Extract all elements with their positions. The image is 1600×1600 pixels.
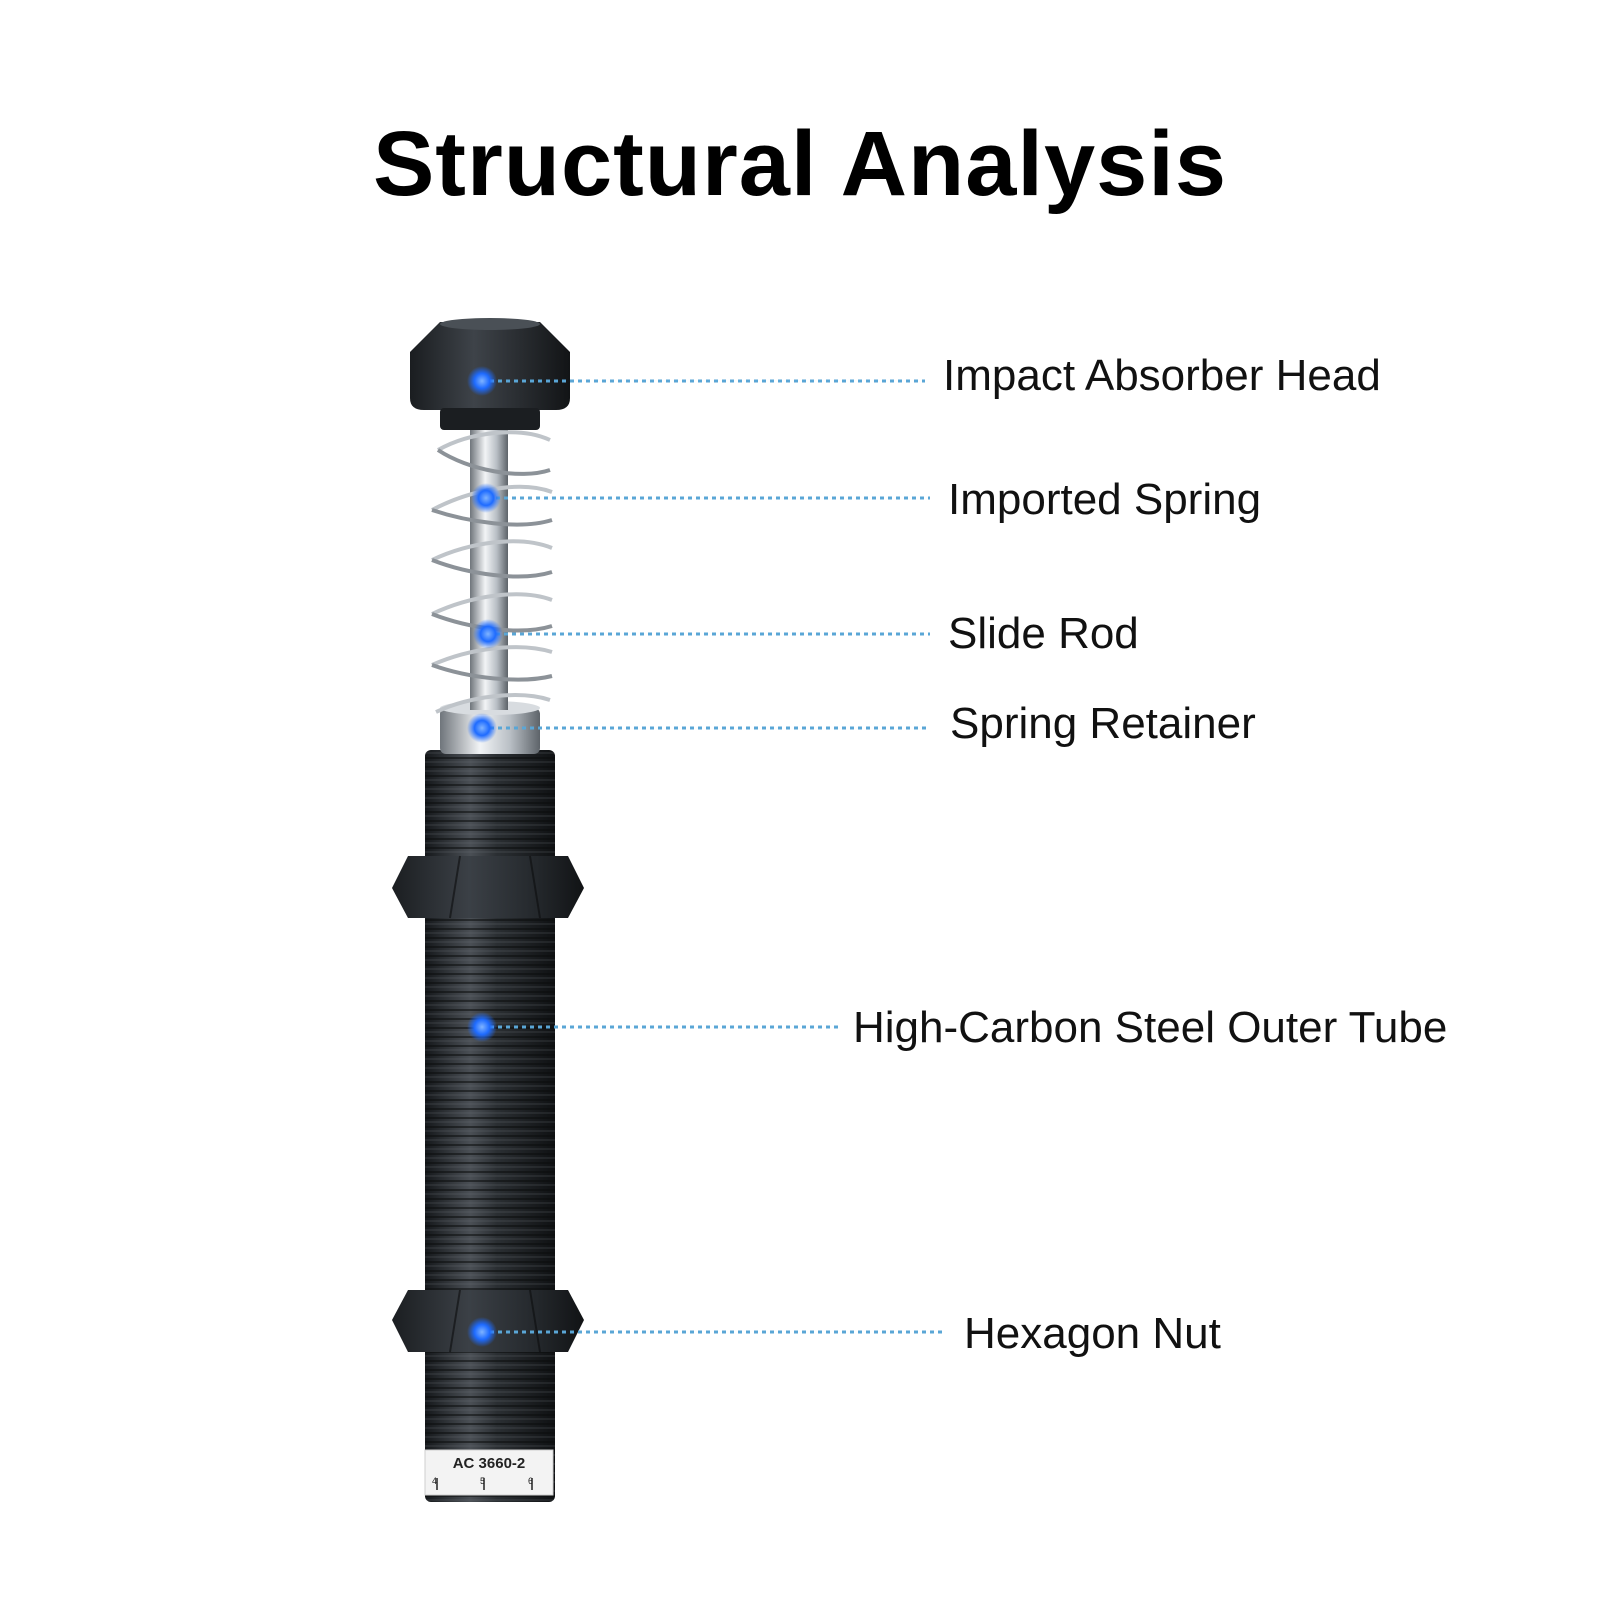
marker-dot-slide-rod <box>473 619 503 649</box>
scale-tick-6: 6 <box>528 1476 533 1486</box>
marker-dot-hexagon-nut <box>467 1317 497 1347</box>
label-impact-absorber-head: Impact Absorber Head <box>943 351 1381 400</box>
impact-head-shape <box>410 318 570 430</box>
label-slide-rod: Slide Rod <box>948 609 1139 658</box>
callout-markers <box>467 366 503 1347</box>
marker-dot-imported-spring <box>471 483 501 513</box>
page-title: Structural Analysis <box>372 113 1228 215</box>
scale-tick-5: 5 <box>480 1476 485 1486</box>
slide-rod-shape <box>470 420 508 710</box>
label-hexagon-nut: Hexagon Nut <box>964 1309 1221 1358</box>
upper-hex-nut <box>392 855 584 919</box>
marker-dot-impact-absorber-head <box>467 366 497 396</box>
scale-tick-4: 4 <box>432 1476 437 1486</box>
label-spring-retainer: Spring Retainer <box>950 699 1256 748</box>
leader-lines <box>482 379 944 1334</box>
spring-coils <box>431 430 553 714</box>
scale-sleeve: AC 3660-2 4 5 6 <box>424 1449 554 1496</box>
marker-dot-spring-retainer <box>467 713 497 743</box>
label-high-carbon-steel-outer-tube: High-Carbon Steel Outer Tube <box>853 1003 1448 1052</box>
label-imported-spring: Imported Spring <box>948 475 1262 524</box>
model-label: AC 3660-2 <box>453 1455 526 1472</box>
marker-dot-outer-tube <box>467 1012 497 1042</box>
